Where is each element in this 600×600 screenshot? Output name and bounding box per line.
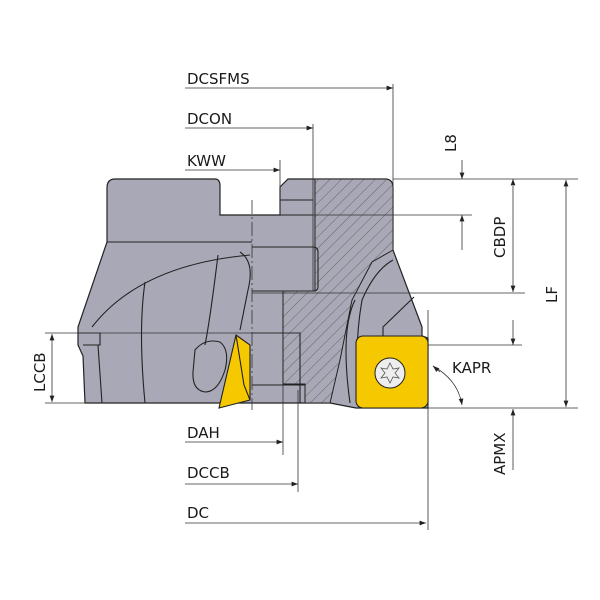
label-lf: LF: [543, 286, 561, 303]
dimension-lines: [45, 84, 578, 530]
left-insert: [218, 334, 251, 409]
label-cbdp: CBDP: [491, 217, 509, 258]
label-dc: DC: [187, 504, 209, 522]
label-kapr: KAPR: [452, 359, 491, 377]
label-dah: DAH: [187, 424, 220, 442]
label-l8: L8: [442, 134, 460, 152]
right-insert: [355, 335, 429, 409]
torx-screw-icon: [374, 357, 406, 389]
label-apmx: APMX: [491, 432, 509, 475]
label-lccb: LCCB: [31, 352, 49, 392]
cutter-body: [77, 178, 429, 409]
label-dcon: DCON: [187, 110, 232, 128]
label-kww: KWW: [187, 152, 226, 170]
label-dccb: DCCB: [187, 464, 230, 482]
label-dcsfms: DCSFMS: [187, 70, 250, 88]
